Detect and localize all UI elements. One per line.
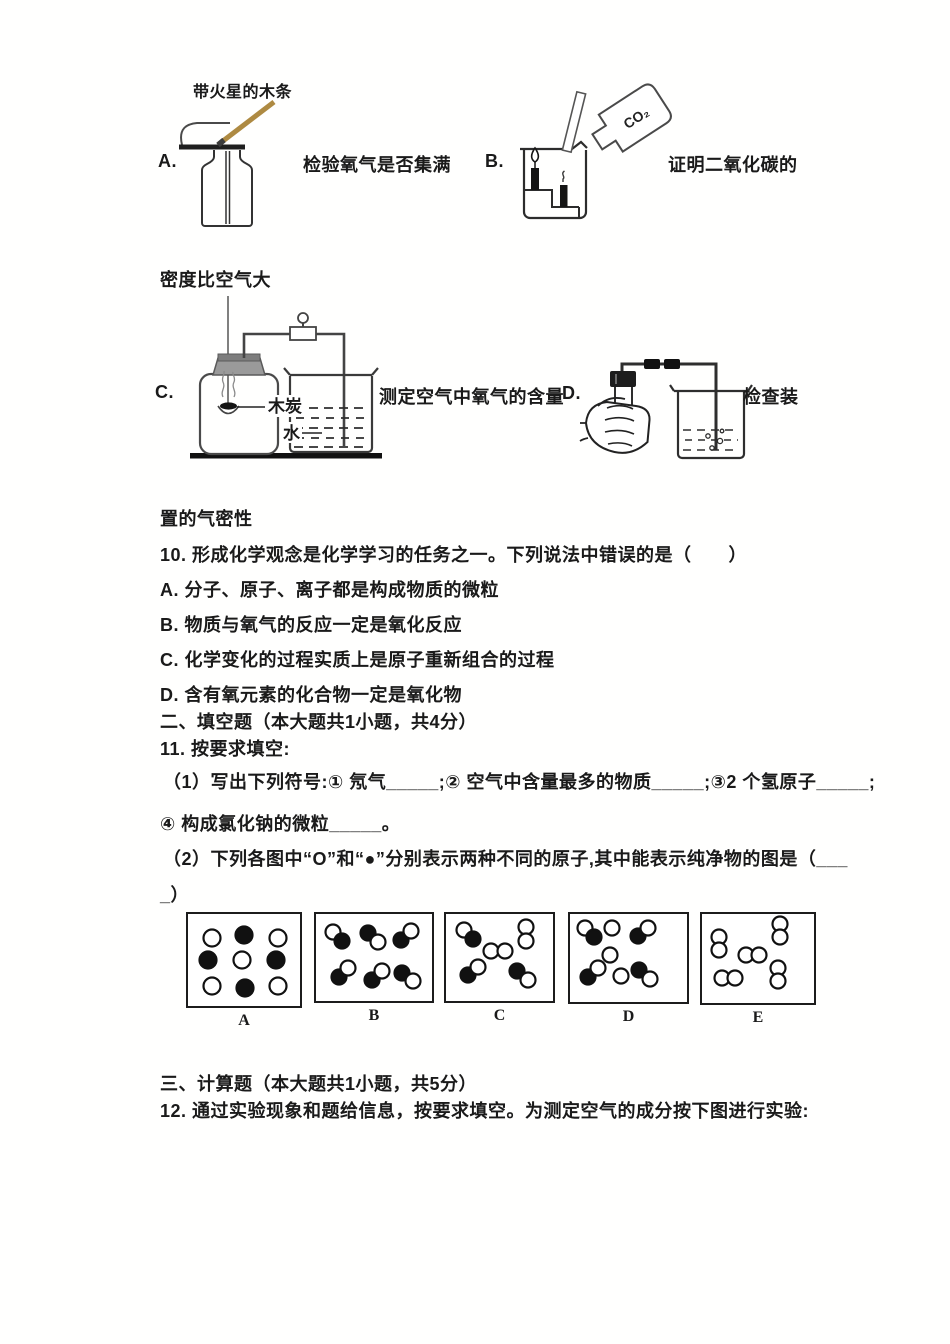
white-atom [769, 972, 787, 990]
charcoal-sample [220, 402, 237, 410]
co2-pour-candles-diagram: CO₂ [520, 83, 672, 220]
lit-candle [531, 168, 539, 190]
q12-stem: 12. 通过实验现象和题给信息，按要求填空。为测定空气的成分按下图进行实验: [160, 1101, 810, 1121]
white-atom [710, 941, 728, 959]
co2-bottle: CO₂ [591, 83, 672, 153]
molecule-diagram-D [576, 919, 659, 988]
white-atom [482, 942, 500, 960]
figure-b-caption: 证明二氧化碳的 [668, 155, 798, 175]
q10-option-b: B. 物质与氧气的反应一定是氧化反应 [160, 615, 462, 635]
q10-option-d: D. 含有氧元素的化合物一定是氧化物 [160, 685, 462, 705]
molecule-panel-D: D [568, 912, 689, 1026]
figure-d-letter: D. [562, 383, 581, 403]
splint-label: 带火星的木条 [193, 84, 293, 101]
panel-label-D: D [622, 1008, 635, 1025]
figure-c-letter: C. [155, 382, 174, 402]
airtightness-check-diagram [579, 359, 753, 460]
section3-header: 三、计算题（本大题共1小题，共5分） [160, 1074, 478, 1094]
white-atom [589, 959, 607, 977]
white-atom [373, 962, 391, 980]
black-atom [630, 961, 648, 979]
white-atom [496, 942, 514, 960]
hand [579, 397, 651, 454]
water-label: 水 [283, 423, 301, 443]
molecule-diagram-E [710, 915, 789, 990]
panel-label-E: E [752, 1009, 764, 1026]
white-atom [404, 972, 422, 990]
q11-part1-line1: （1）写出下列符号:① 氖气_____;② 空气中含量最多的物质_____;③2… [163, 772, 876, 792]
black-atom [266, 950, 286, 970]
figure-a-letter: A. [158, 151, 177, 171]
black-atom [508, 962, 526, 980]
q11-part2-line2: _） [160, 885, 190, 905]
white-atom [517, 918, 535, 936]
water-dashes [294, 407, 368, 448]
white-atom [726, 969, 744, 987]
white-atom [519, 971, 537, 989]
white-atom [612, 967, 630, 985]
figure-d-caption-continued: 置的气密性 [160, 509, 253, 529]
white-atom [202, 976, 222, 996]
q11-part1-line2: ④ 构成氯化钠的微粒_____。 [160, 814, 401, 834]
white-atom [268, 928, 288, 948]
molecule-diagram-B [324, 922, 422, 990]
figure-b-letter: B. [485, 151, 504, 171]
molecule-panel-B: B [314, 912, 434, 1025]
q10-stem: 10. 形成化学观念是化学学习的任务之一。下列说法中错误的是（ ） [160, 545, 748, 565]
white-atom [639, 919, 657, 937]
black-atom [585, 928, 603, 946]
molecule-panel-C: C [444, 912, 555, 1025]
q10-option-a: A. 分子、原子、离子都是构成物质的微粒 [160, 580, 499, 600]
white-atom [369, 933, 387, 951]
extinguished-candle [560, 185, 568, 207]
figure-c-caption: 测定空气中氧气的含量 [379, 387, 564, 407]
molecule-diagram-A [198, 925, 288, 998]
white-atom [750, 946, 768, 964]
black-atom [234, 925, 254, 945]
molecule-panel-A: A [186, 912, 302, 1030]
molecule-panel-E: E [700, 912, 816, 1027]
white-atom [603, 919, 621, 937]
charcoal-label: 木炭 [267, 396, 302, 416]
white-atom [402, 922, 420, 940]
molecule-panels: A B C D E [186, 912, 816, 1030]
white-atom [601, 946, 619, 964]
white-atom [469, 958, 487, 976]
panel-label-C: C [493, 1007, 506, 1024]
tube-connector [644, 359, 660, 369]
section2-header: 二、填空题（本大题共1小题，共4分） [160, 712, 478, 732]
white-atom [268, 976, 288, 996]
test-tube-stopper [610, 371, 636, 387]
white-atom [339, 959, 357, 977]
q10-option-c: C. 化学变化的过程实质上是原子重新组合的过程 [160, 650, 555, 670]
white-atom [771, 928, 789, 946]
figure-a-caption: 检验氧气是否集满 [303, 155, 451, 175]
glass-plate [561, 90, 587, 154]
q11-intro: 11. 按要求填空: [160, 739, 291, 759]
smoke [221, 370, 225, 398]
water-dashes [683, 429, 738, 451]
white-atom [517, 932, 535, 950]
figure-d-caption: 检查装 [743, 387, 799, 407]
white-atom [202, 928, 222, 948]
glowing-splint [217, 100, 276, 146]
panel-label-B: B [368, 1007, 380, 1024]
figure-b-caption-continued: 密度比空气大 [160, 270, 271, 290]
white-atom [232, 950, 252, 970]
panel-label-A: A [238, 1012, 250, 1029]
candle-smoke [562, 170, 565, 182]
q11-part2-line1: （2）下列各图中“O”和“●”分别表示两种不同的原子,其中能表示纯净物的图是（_… [163, 849, 848, 869]
stopcock-valve [289, 326, 317, 341]
bench-base [190, 453, 382, 459]
oxygen-bottle-splint-diagram [179, 100, 276, 227]
molecule-diagram-C [455, 918, 537, 989]
white-atom [641, 970, 659, 988]
oxygen-content-measurement-diagram: 木炭 水 [190, 296, 382, 459]
air-bubbles [705, 428, 725, 451]
black-atom [235, 978, 255, 998]
black-atom [333, 932, 351, 950]
black-atom [198, 950, 218, 970]
candle-flame [530, 146, 540, 163]
black-atom [464, 930, 482, 948]
